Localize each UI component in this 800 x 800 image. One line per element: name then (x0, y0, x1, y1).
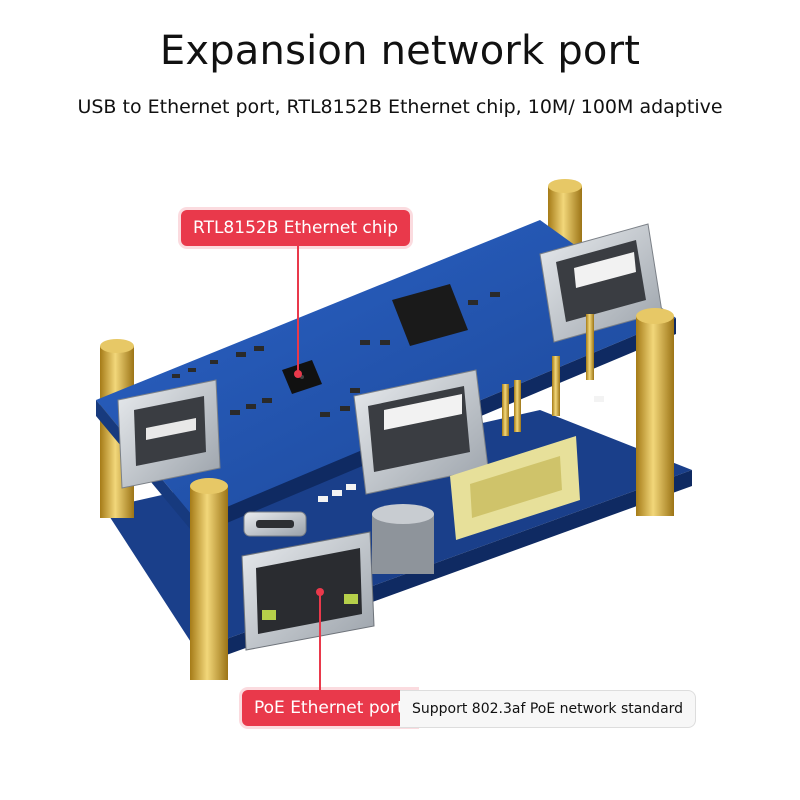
standoff-front-right (636, 308, 674, 516)
standoff-front-left (190, 478, 228, 680)
usb-hub-chip (392, 284, 468, 346)
pogo-pins (502, 314, 594, 436)
page-title: Expansion network port (159, 28, 641, 74)
usb-port-right (539, 223, 663, 343)
smd-components (172, 292, 500, 417)
page-subtitle: USB to Ethernet port, RTL8152B Ethernet … (77, 96, 723, 118)
callout-lines (294, 246, 324, 690)
poe-transformer (450, 436, 580, 540)
usb-port-left (117, 379, 221, 489)
chip-callout-label: RTL8152B Ethernet chip (181, 210, 411, 246)
rj45-ethernet-jack (241, 531, 375, 651)
micro-usb-port (243, 511, 307, 537)
status-leds (318, 396, 604, 502)
poe-callout-note: Support 802.3af PoE network standard (400, 690, 697, 728)
poe-callout-label: PoE Ethernet port (242, 690, 416, 726)
capacitor (372, 504, 434, 574)
